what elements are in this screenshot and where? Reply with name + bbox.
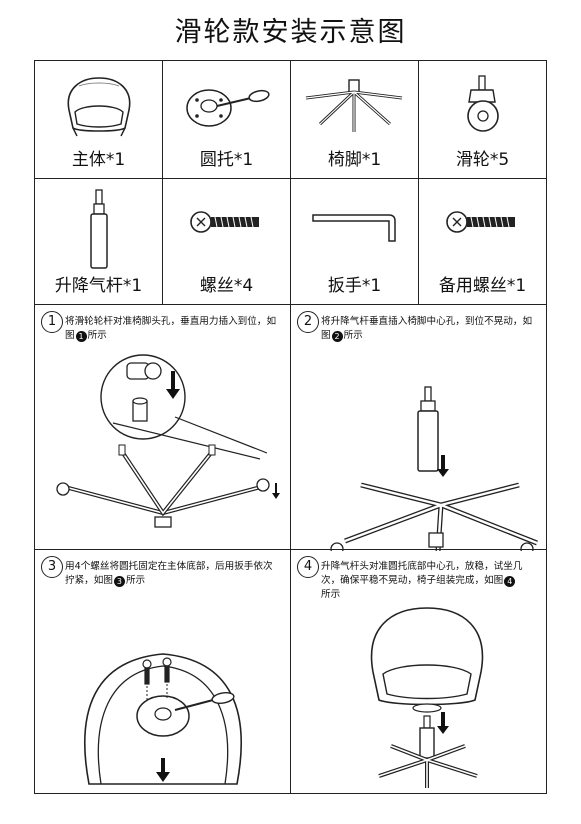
step-text: 升降气杆头对准圆托底部中心孔，放稳，试坐几次，确保平稳不晃动，椅子组装完成，如图… [321, 561, 523, 600]
step-2-illustration [330, 386, 538, 551]
step-3-illustration [83, 653, 243, 785]
gas-lift-icon [89, 189, 108, 269]
part-label: 扳手*1 [327, 276, 382, 296]
step-number: 4 [297, 556, 319, 578]
step-number: 2 [297, 311, 319, 333]
part-cell-caster: 滑轮*5 [418, 60, 547, 179]
round-base-icon [185, 89, 270, 127]
step-number: 1 [41, 311, 63, 333]
instruction-grid: 主体*1 圆托*1 椅脚*1 [34, 60, 547, 794]
part-label: 圆托*1 [199, 150, 254, 170]
part-label: 滑轮*5 [455, 150, 510, 170]
chair-body-icon [67, 77, 130, 137]
part-label: 升降气杆*1 [54, 276, 143, 296]
part-cell-leg: 椅脚*1 [290, 60, 419, 179]
part-label: 主体*1 [71, 150, 126, 170]
part-label: 椅脚*1 [327, 150, 382, 170]
part-cell-screw: 螺丝*4 [162, 178, 291, 305]
figure-badge: 2 [331, 331, 343, 342]
figure-badge: 3 [113, 576, 125, 587]
part-cell-body: 主体*1 [34, 60, 163, 179]
screw-icon [189, 211, 259, 233]
figure-badge: 1 [75, 331, 87, 342]
part-label: 备用螺丝*1 [438, 276, 527, 296]
spare-screw-icon [445, 211, 515, 233]
chair-leg-icon [305, 79, 402, 132]
step-4-illustration [370, 607, 484, 788]
page-title: 滑轮款安装示意图 [174, 17, 407, 48]
step-1-illustration [56, 354, 280, 528]
step-4-panel: 4 升降气杆头对准圆托底部中心孔，放稳，试坐几次，确保平稳不晃动，椅子组装完成，… [290, 549, 547, 794]
part-cell-wrench: 扳手*1 [290, 178, 419, 305]
wrench-icon [311, 214, 396, 242]
part-label: 螺丝*4 [199, 276, 254, 296]
step-number: 3 [41, 556, 63, 578]
caster-icon [466, 75, 499, 132]
figure-badge: 4 [504, 576, 516, 587]
part-cell-spare-screw: 备用螺丝*1 [418, 178, 547, 305]
part-cell-base: 圆托*1 [162, 60, 291, 179]
part-cell-gas-lift: 升降气杆*1 [34, 178, 163, 305]
